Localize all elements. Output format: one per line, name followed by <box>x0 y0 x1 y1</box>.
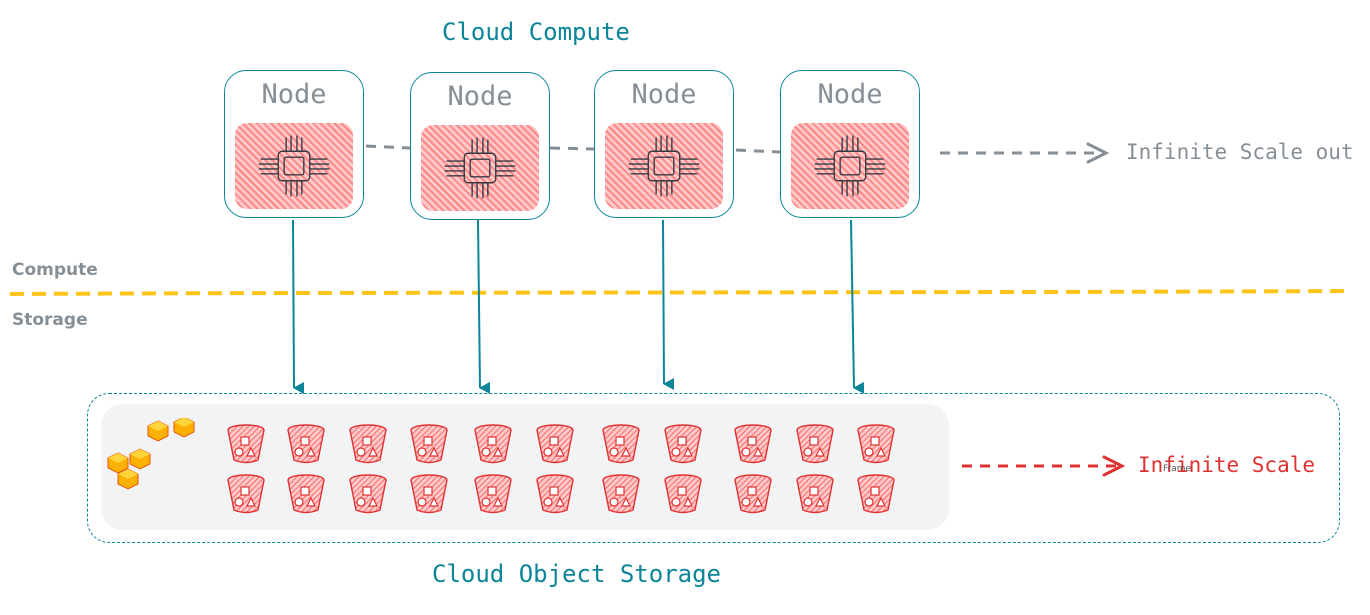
compute-node[interactable]: Node <box>410 72 550 220</box>
storage-bucket-icon <box>533 422 577 466</box>
storage-bucket-icon <box>224 472 268 516</box>
storage-bucket-icon <box>533 472 577 516</box>
storage-bucket-icon <box>346 472 390 516</box>
storage-bucket-icon <box>854 422 898 466</box>
cpu-chip-icon <box>791 123 909 209</box>
storage-bucket-icon <box>731 422 775 466</box>
scale-storage-label: Infinite Scale <box>1138 453 1316 477</box>
object-storage-frame <box>87 393 1340 543</box>
node-label: Node <box>817 79 883 110</box>
compute-node[interactable]: Node <box>594 70 734 218</box>
storage-title: Cloud Object Storage <box>432 560 721 588</box>
compute-node[interactable]: Node <box>224 70 364 218</box>
cpu-chip-icon <box>421 125 539 211</box>
storage-bucket-icon <box>407 472 451 516</box>
node-to-storage-arrow <box>477 219 491 394</box>
storage-bucket-icon <box>731 472 775 516</box>
node-connector <box>735 148 781 154</box>
node-to-storage-arrow <box>662 219 675 390</box>
node-label: Node <box>261 79 327 110</box>
storage-bucket-icon <box>471 422 515 466</box>
storage-bucket-icon <box>793 422 837 466</box>
cpu-chip-icon <box>605 123 723 209</box>
scale-out-arrowhead <box>1086 142 1110 164</box>
layer-divider <box>9 289 1346 296</box>
scale-storage-arrowhead <box>1102 455 1126 477</box>
storage-bucket-icon <box>854 472 898 516</box>
node-connector <box>549 146 595 151</box>
storage-bucket-icon <box>793 472 837 516</box>
scale-out-label: Infinite Scale out <box>1126 140 1354 164</box>
storage-layer-label: Storage <box>12 310 88 330</box>
aws-cubes-icon <box>104 416 200 490</box>
storage-bucket-icon <box>346 422 390 466</box>
compute-node[interactable]: Node <box>780 70 920 218</box>
storage-bucket-icon <box>284 472 328 516</box>
storage-bucket-icon <box>599 422 643 466</box>
storage-bucket-icon <box>661 422 705 466</box>
storage-bucket-icon <box>599 472 643 516</box>
node-to-storage-arrow <box>850 219 865 394</box>
storage-bucket-icon <box>407 422 451 466</box>
node-connector <box>365 144 411 150</box>
storage-bucket-icon <box>661 472 705 516</box>
compute-layer-label: Compute <box>12 260 98 280</box>
storage-bucket-icon <box>224 422 268 466</box>
overlay-text: Frame <box>1163 464 1192 474</box>
storage-bucket-icon <box>284 422 328 466</box>
node-label: Node <box>447 81 513 112</box>
node-label: Node <box>631 79 697 110</box>
compute-title: Cloud Compute <box>442 18 630 46</box>
node-to-storage-arrow <box>292 219 305 394</box>
storage-bucket-icon <box>471 472 515 516</box>
cpu-chip-icon <box>235 123 353 209</box>
